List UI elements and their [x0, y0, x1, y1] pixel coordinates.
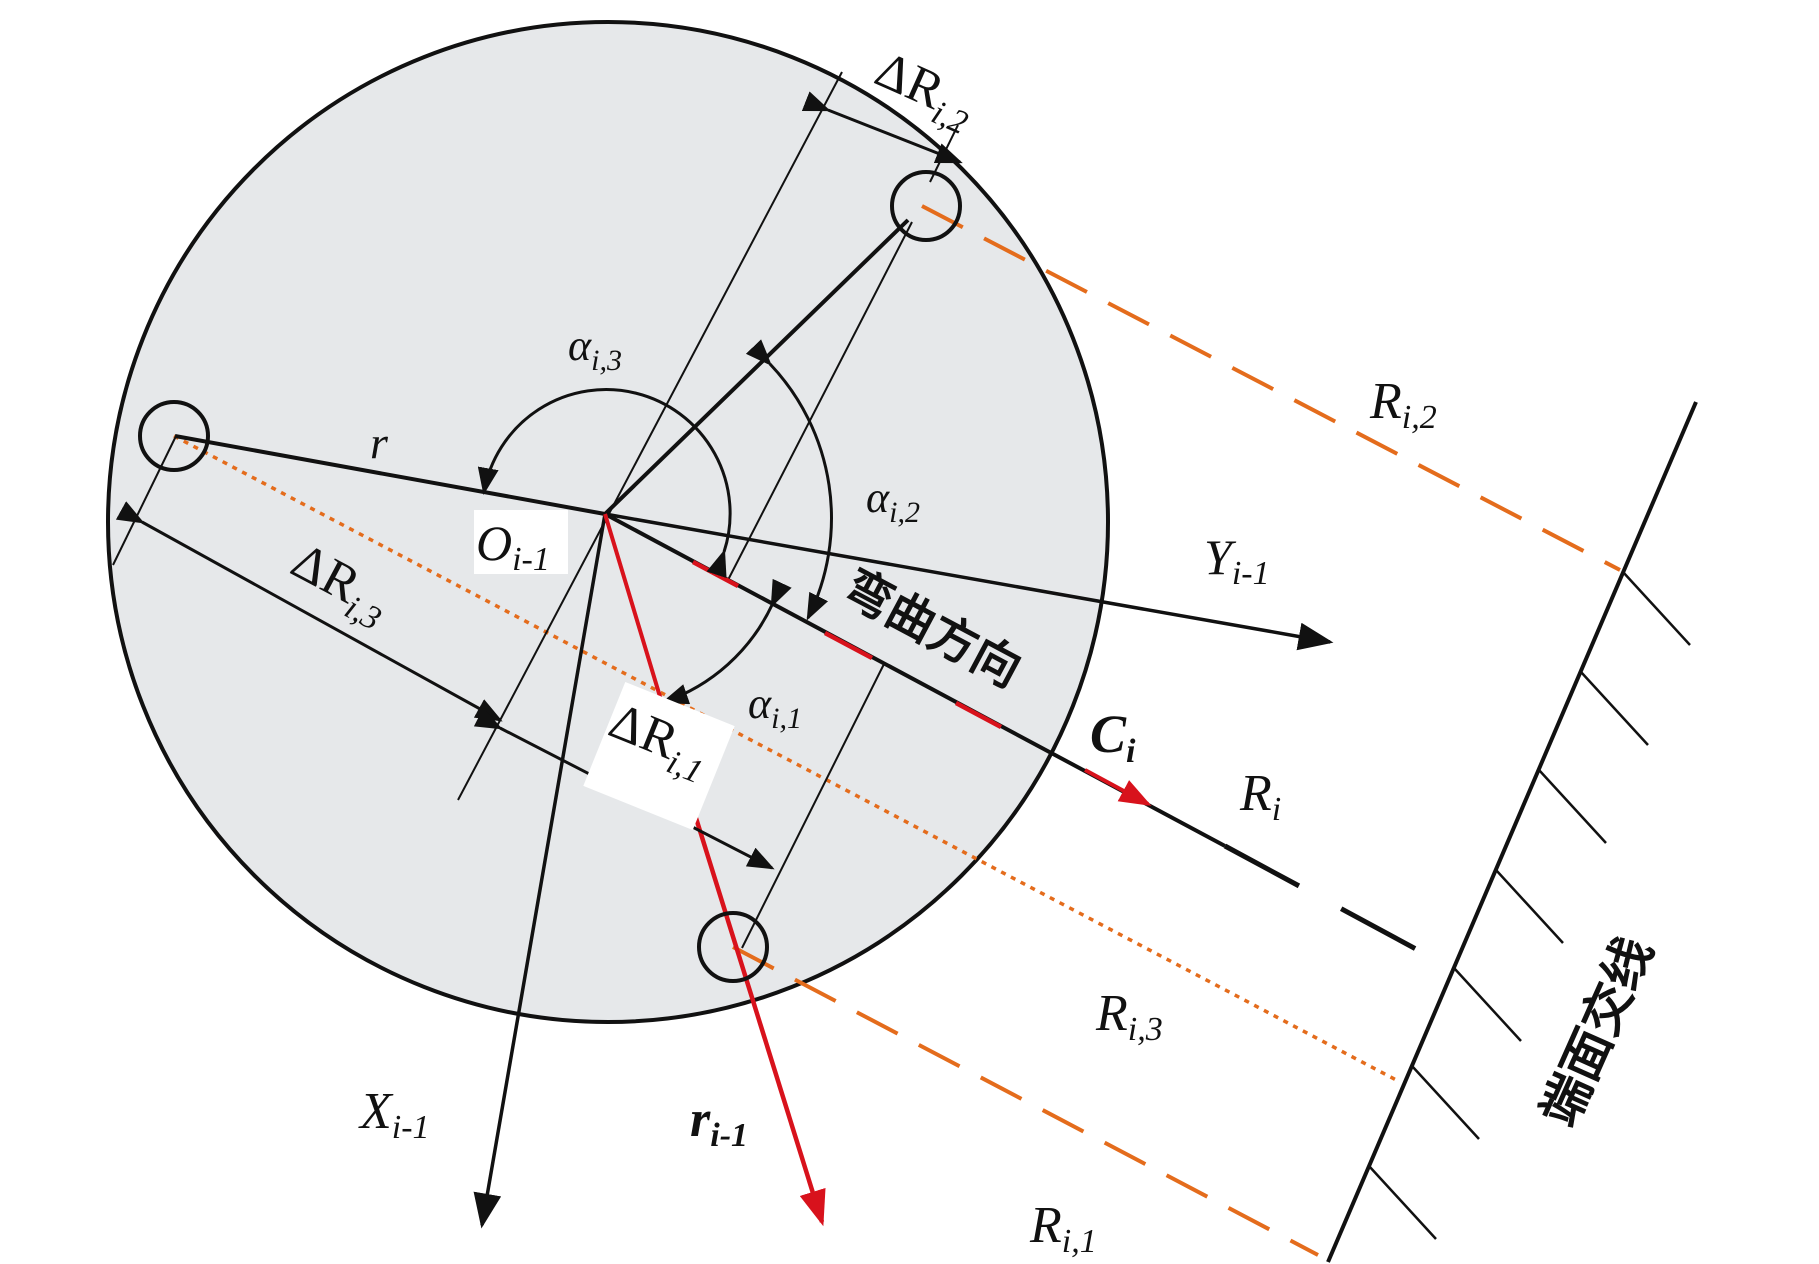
projection-line-upper [457, 71, 843, 801]
alpha1-arc [661, 578, 792, 705]
alpha2-arc [745, 339, 833, 621]
cable-line-1 [732, 945, 1319, 1257]
label-r-i3: Ri,3 [1095, 985, 1163, 1048]
label-r-vector: ri-1 [690, 1091, 748, 1154]
label-alpha2: αi,2 [866, 473, 920, 529]
label-r-i: Ri [1239, 765, 1281, 828]
hatching [1368, 571, 1691, 1240]
end-face-intersection [1326, 401, 1698, 1263]
angle-arcs [477, 339, 833, 705]
label-x-axis: Xi-1 [358, 1083, 430, 1146]
cable-lines [173, 204, 1621, 1257]
label-r-i1: Ri,1 [1029, 1197, 1097, 1260]
projection-line-lower [741, 663, 885, 949]
delta-r3-dimension [115, 501, 503, 722]
label-alpha3: αi,3 [568, 321, 622, 377]
delta-r2-dimension [801, 91, 963, 164]
label-alpha1: αi,1 [748, 679, 802, 735]
x-axis [473, 513, 607, 1229]
bend-direction-dashed [1223, 843, 1442, 965]
cable-hole-1 [697, 911, 769, 983]
label-c-vector: Ci [1090, 704, 1136, 770]
label-r-i2: Ri,2 [1369, 373, 1437, 436]
c-vector [1084, 768, 1152, 806]
cable-holes [138, 170, 962, 983]
alpha3-arc [477, 388, 732, 579]
label-y-axis: Yi-1 [1204, 529, 1270, 592]
cable-hole-2 [890, 170, 962, 242]
label-r: r [370, 417, 389, 468]
r-vector [693, 817, 826, 1227]
intersection-line [1326, 401, 1698, 1263]
cable-line-2 [921, 204, 1621, 572]
label-origin: Oi-1 [476, 515, 550, 578]
label-end-face-intersection: 端面交线 [1530, 929, 1664, 1135]
cable-hole-3 [138, 400, 210, 472]
